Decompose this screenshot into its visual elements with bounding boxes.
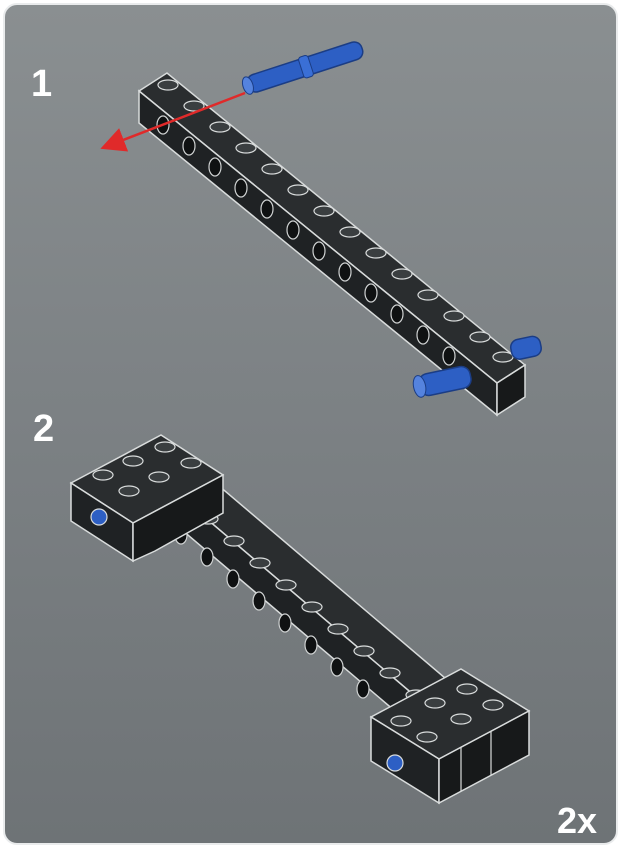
blue-pin-icon — [91, 509, 107, 525]
blue-pin-icon — [240, 38, 366, 98]
assembly-illustration — [5, 5, 616, 843]
instruction-panel: 1 2 2x — [3, 3, 618, 845]
blue-pin-icon — [387, 755, 403, 771]
technic-beam-icon — [139, 73, 525, 415]
technic-beam-icon — [71, 435, 529, 803]
